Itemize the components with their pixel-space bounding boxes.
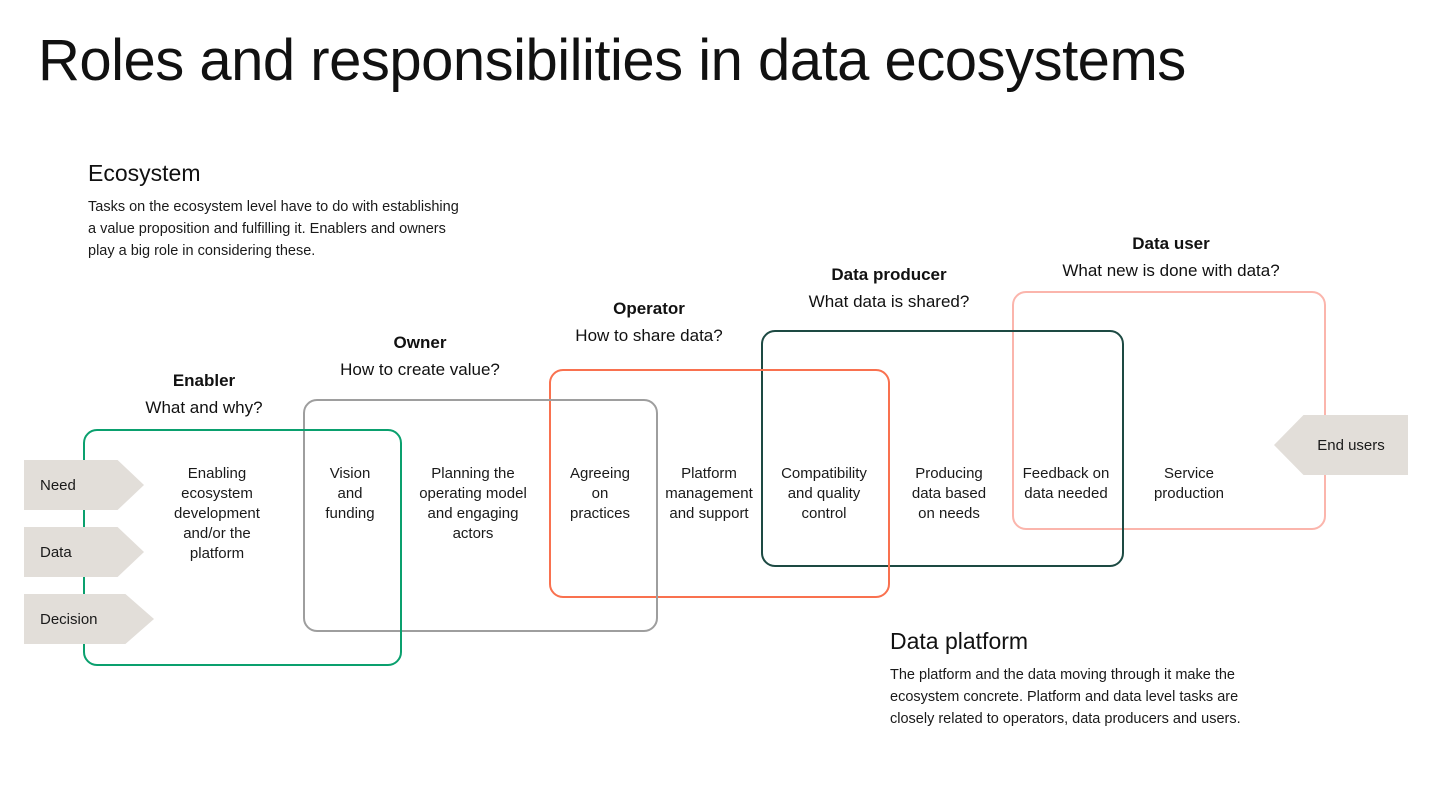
task-line: practices — [569, 504, 631, 522]
task-line: data based — [911, 484, 987, 502]
note-data-platform-title: Data platform — [890, 628, 1029, 654]
task-cell[interactable]: Enabling ecosystem development and/or the pl… — [147, 464, 287, 564]
task-line: Planning the — [431, 465, 515, 482]
task-line: control — [801, 504, 847, 522]
note-ecosystem-line-2: a value proposition and fulfilling it. E… — [88, 220, 446, 237]
note-ecosystem: Ecosystem Tasks on the ecosystem level h… — [88, 160, 459, 262]
input-arrow-decision-label: Decision — [40, 610, 98, 628]
note-data-platform: Data platform The platform and the data … — [890, 628, 1241, 730]
task-line: and quality — [787, 484, 861, 502]
note-data-platform-body: The platform and the data moving through… — [890, 664, 1241, 730]
page-title: Roles and responsibilities in data ecosy… — [38, 28, 1186, 93]
role-header-data-producer: Data producer What data is shared? — [809, 265, 970, 312]
role-box-data-user[interactable] — [1012, 291, 1326, 530]
task-line: on needs — [918, 504, 980, 522]
task-line: Service — [1163, 465, 1215, 482]
task-line: Producing — [915, 465, 983, 482]
task-line: funding — [325, 504, 375, 522]
task-line: data needed — [1024, 484, 1108, 502]
task-line: management — [665, 484, 753, 502]
task-cell[interactable]: Agreeing on practices — [550, 464, 650, 524]
role-header-enabler: Enabler What and why? — [145, 371, 262, 418]
task-line: Compatibility — [781, 465, 867, 482]
note-ecosystem-body: Tasks on the ecosystem level have to do … — [88, 196, 459, 262]
task-line: Enabling — [187, 465, 247, 482]
input-arrow-data-label: Data — [40, 543, 72, 561]
role-box-data-producer[interactable] — [761, 330, 1124, 567]
note-data-platform-line-1: The platform and the data moving through… — [890, 666, 1235, 683]
role-name-data-user: Data user — [1132, 234, 1210, 253]
task-cell[interactable]: Producing data based on needs — [889, 464, 1009, 524]
role-question-data-user: What new is done with data? — [1062, 260, 1280, 280]
role-name-owner: Owner — [393, 333, 447, 352]
task-line: platform — [189, 544, 245, 562]
note-ecosystem-line-1: Tasks on the ecosystem level have to do … — [88, 198, 459, 215]
output-arrow-end-users-label: End users — [1317, 436, 1385, 454]
role-header-data-user: Data user What new is done with data? — [1062, 234, 1279, 281]
role-question-owner: How to create value? — [340, 359, 500, 379]
task-line: actors — [452, 524, 494, 542]
task-cell[interactable]: Planning the operating model and engaging a… — [398, 464, 548, 544]
task-line: Agreeing — [569, 465, 631, 482]
task-line: and engaging — [427, 504, 519, 522]
role-box-owner[interactable] — [303, 399, 658, 632]
task-line: and/or the — [183, 524, 251, 542]
role-name-data-producer: Data producer — [831, 265, 947, 284]
note-data-platform-line-3: closely related to operators, data produ… — [890, 710, 1241, 727]
role-header-operator: Operator How to share data? — [575, 299, 722, 346]
task-line: and — [337, 484, 363, 502]
task-line: Platform — [681, 465, 737, 482]
note-ecosystem-line-3: play a big role in considering these. — [88, 242, 316, 259]
task-cell[interactable]: Compatibility and quality control — [761, 464, 887, 524]
role-name-enabler: Enabler — [172, 371, 236, 390]
task-line: and support — [669, 504, 749, 522]
task-line: development — [174, 504, 260, 522]
role-box-operator[interactable] — [549, 369, 890, 598]
task-line: ecosystem — [181, 484, 253, 502]
task-line: on — [591, 484, 609, 502]
note-ecosystem-title: Ecosystem — [88, 160, 201, 186]
task-cell[interactable]: Service production — [1131, 464, 1247, 504]
task-cell[interactable]: Platform management and support — [651, 464, 767, 524]
role-question-enabler: What and why? — [145, 397, 263, 417]
role-question-operator: How to share data? — [575, 325, 723, 345]
role-name-operator: Operator — [613, 299, 685, 318]
task-cell[interactable]: Feedback on data needed — [1008, 464, 1124, 504]
task-line: operating model — [419, 484, 527, 502]
role-header-owner: Owner How to create value? — [340, 333, 500, 380]
input-arrow-data[interactable]: Data — [24, 527, 144, 577]
task-cell[interactable]: Vision and funding — [302, 464, 398, 524]
output-arrow-end-users[interactable]: End users — [1274, 415, 1408, 475]
note-data-platform-line-2: ecosystem concrete. Platform and data le… — [890, 688, 1239, 705]
input-arrow-decision[interactable]: Decision — [24, 594, 154, 644]
task-line: production — [1153, 484, 1225, 502]
task-line: Feedback on — [1022, 465, 1110, 482]
input-arrow-need-label: Need — [40, 476, 76, 494]
task-line: Vision — [329, 465, 371, 482]
role-question-data-producer: What data is shared? — [808, 291, 970, 311]
input-arrow-need[interactable]: Need — [24, 460, 144, 510]
